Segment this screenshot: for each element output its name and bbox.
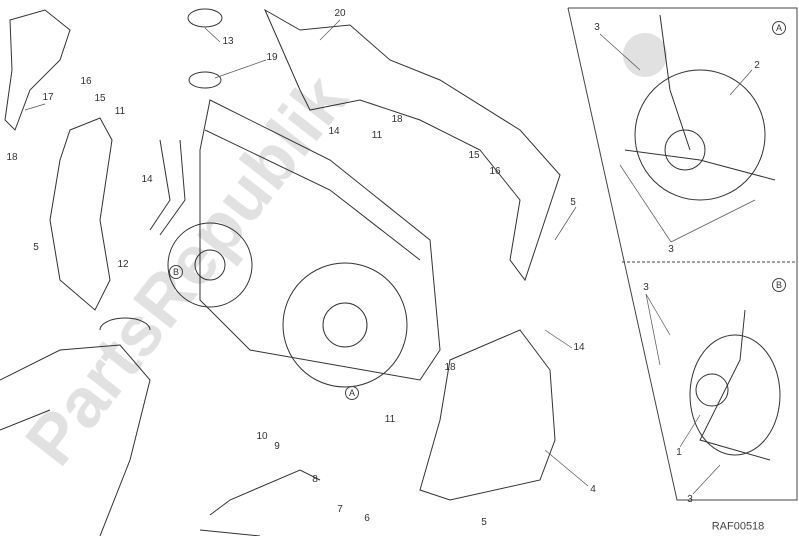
callout-label: 2 — [754, 60, 760, 71]
detail-panel-outline — [567, 7, 798, 501]
callout-label: 17 — [42, 92, 54, 103]
callout-label: 5 — [33, 242, 39, 253]
part-guard-4 — [419, 329, 556, 501]
callout-label: 18 — [6, 152, 18, 163]
part-cap-13 — [187, 8, 223, 28]
callout-label: 14 — [573, 342, 585, 353]
callout-label: 5 — [481, 517, 487, 528]
callout-label: 1 — [676, 447, 682, 458]
callout-label: 7 — [337, 504, 343, 515]
callout-label: 12 — [117, 259, 129, 270]
callout-label: 10 — [256, 431, 268, 442]
callout-label: 15 — [468, 150, 480, 161]
callout-label: 11 — [114, 106, 126, 117]
callout-label: 9 — [274, 441, 280, 452]
detail-view-marker: A — [772, 21, 786, 35]
leader-lines — [24, 19, 756, 495]
callout-label: 19 — [266, 52, 278, 63]
drawing-code: RAF00518 — [711, 520, 765, 533]
part-panel-12 — [49, 117, 113, 311]
callout-label: 4 — [590, 484, 596, 495]
svg-text:PartsRepublik: PartsRepublik — [10, 60, 361, 479]
callout-label: 14 — [328, 126, 340, 137]
callout-label: 3 — [643, 282, 649, 293]
part-fan-large — [282, 262, 408, 388]
callout-label: 3 — [687, 494, 693, 505]
callout-label: 8 — [312, 474, 318, 485]
callout-label: 5 — [570, 197, 576, 208]
part-tank — [0, 317, 151, 536]
part-fan-small — [167, 222, 253, 308]
callout-label: 3 — [668, 244, 674, 255]
callout-label: 18 — [391, 114, 403, 125]
callout-label: 16 — [80, 76, 92, 87]
part-radiator — [199, 99, 441, 381]
callout-label: 11 — [371, 130, 383, 141]
detail-a-fan — [634, 69, 766, 201]
callout-label: 20 — [334, 8, 346, 19]
callout-label: 14 — [141, 174, 153, 185]
callout-label: 3 — [594, 22, 600, 33]
detail-b-fan — [689, 334, 781, 456]
detail-view-marker: B — [772, 278, 786, 292]
watermark: PartsRepublik — [10, 33, 667, 479]
callout-label: 13 — [222, 36, 234, 47]
part-shroud-20 — [263, 8, 561, 282]
callout-label: 6 — [364, 513, 370, 524]
callout-label: 11 — [384, 414, 396, 425]
callout-label: 16 — [489, 166, 501, 177]
detail-view-marker: A — [345, 386, 359, 400]
detail-view-marker: B — [169, 265, 183, 279]
callout-label: 18 — [444, 362, 456, 373]
part-cover-17 — [4, 9, 71, 131]
callout-label: 15 — [94, 93, 106, 104]
